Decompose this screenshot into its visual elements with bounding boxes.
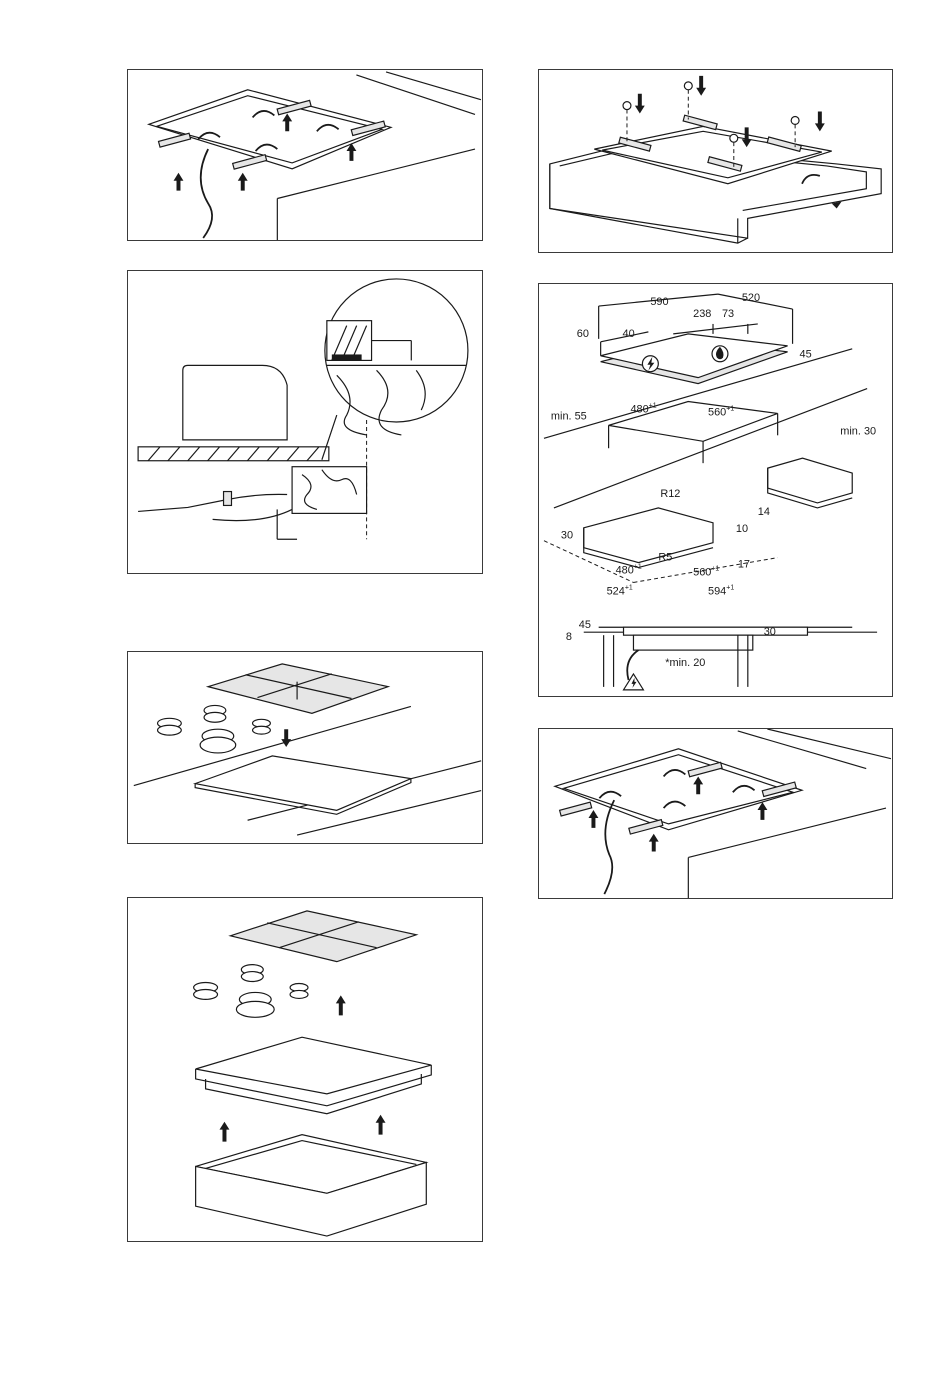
screw-fixing-diagram [539, 70, 892, 252]
seal-section-diagram [128, 271, 482, 573]
dim-outer-depth: 594+1 [708, 584, 734, 597]
panel-exploded-assembly [127, 897, 483, 1242]
dim-top-width: 590 [650, 296, 668, 308]
dim-outer-width: 524+1 [607, 584, 633, 597]
dim-frame-height: 10 [736, 523, 748, 535]
lightning-icon [642, 356, 658, 372]
panel-screw-fixing [538, 69, 893, 253]
panel-dimensions: 590 520 238 73 60 40 45 min. 55 480+1 56… [538, 283, 893, 697]
dim-left-inner: 40 [623, 328, 635, 340]
dim-side-8: 8 [566, 631, 572, 643]
dim-burner-offset-b: 73 [722, 308, 734, 320]
dim-frame-width: 30 [561, 530, 573, 542]
dim-radius-inner: R5 [658, 552, 672, 564]
dim-side-30: 30 [764, 626, 776, 638]
dim-top-depth: 520 [742, 292, 760, 304]
dim-min-left: min. 55 [551, 410, 587, 422]
pan-support-grid [230, 911, 416, 962]
dim-cutout-width-label: 480+1 [630, 402, 656, 415]
dim-corner-gap: 14 [758, 506, 770, 518]
dim-side-45: 45 [579, 619, 591, 631]
exploded-assembly-diagram [128, 898, 482, 1241]
panel-clamp-fixing-right [538, 728, 893, 899]
flame-icon [712, 346, 728, 362]
dim-cutout-depth-lower: 560+1 [693, 566, 719, 579]
dim-min-bottom: *min. 20 [665, 657, 705, 669]
clamp-fixing-diagram [128, 70, 482, 240]
dim-hob-height: 45 [800, 349, 812, 361]
burner-caps [194, 965, 308, 1018]
burner-placement-diagram [128, 652, 482, 843]
clamp-fixing-diagram-right [539, 729, 892, 898]
pan-support-grid [208, 664, 388, 713]
dim-burner-offset-a: 238 [693, 308, 711, 320]
electric-warning-icon [624, 674, 644, 690]
dimensions-diagram: 590 520 238 73 60 40 45 min. 55 480+1 56… [539, 284, 892, 696]
panel-seal-section [127, 270, 483, 574]
panel-burner-placement [127, 651, 483, 844]
dim-left-offset: 60 [577, 328, 589, 340]
panel-clamp-fixing-left [127, 69, 483, 241]
burner-caps [158, 705, 271, 753]
dim-min-back: min. 30 [840, 425, 876, 437]
dim-cutout-width-lower: 480+1 [616, 564, 642, 577]
dim-radius-outer: R12 [660, 488, 680, 500]
